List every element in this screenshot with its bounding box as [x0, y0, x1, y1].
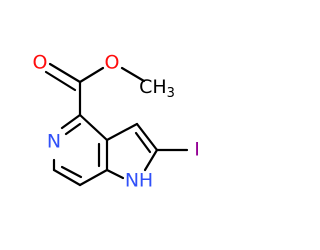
bond-c4-n5 [60, 113, 82, 130]
bond-c4-n5-inner [64, 122, 82, 136]
bond-c6-c7-inner [60, 165, 83, 179]
atom-n-pyridine: N [47, 131, 61, 153]
bond-carbonyl-2 [44, 70, 77, 92]
bond-carboxyl-oester [78, 66, 105, 84]
bond-c3-c2-inner [134, 131, 152, 154]
atom-methyl: CH3 [139, 76, 175, 101]
bond-c3a-c3 [105, 122, 139, 142]
atom-labels: O O CH3 N N H I [33, 52, 200, 192]
bond-n1-c7a [105, 168, 125, 180]
bonds [44, 62, 189, 187]
bond-c3-c2 [135, 122, 159, 152]
bond-oester-methyl [120, 66, 146, 83]
atom-o-carbonyl: O [33, 52, 48, 74]
atom-iodine: I [194, 139, 200, 161]
bond-c7-c7a [78, 168, 109, 187]
bond-c3a-c4 [78, 113, 109, 142]
molecule-structure: O O CH3 N N H I [33, 52, 200, 192]
atom-methyl-subscript: 3 [167, 86, 175, 101]
atom-n-pyrrole: N [125, 170, 139, 192]
bond-c6-c7 [52, 168, 82, 187]
bond-c2-n1 [143, 148, 159, 172]
bond-carbonyl-1 [48, 62, 82, 84]
atom-methyl-main: CH [139, 76, 167, 98]
atom-h-pyrrole: H [139, 170, 153, 192]
atom-o-ester: O [105, 52, 120, 74]
